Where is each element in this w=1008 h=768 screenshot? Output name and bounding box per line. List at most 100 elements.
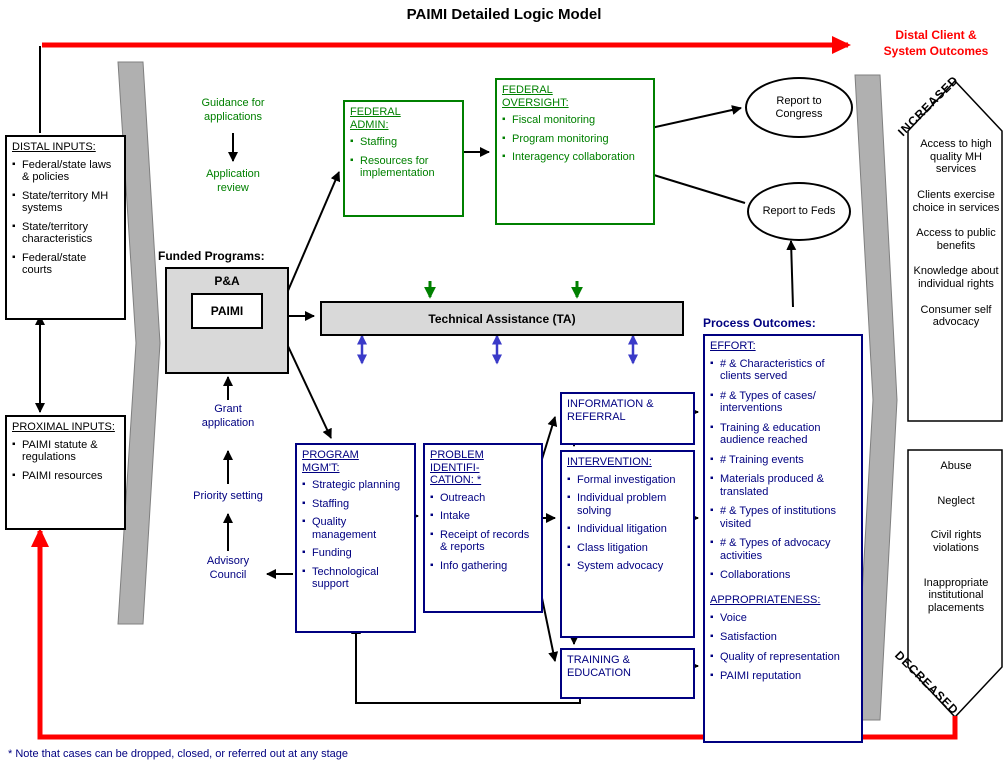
list-item: Staffing [302, 498, 409, 511]
program-mgmt-title: PROGRAM MGM'T: [302, 449, 359, 474]
list-item: Funding [302, 547, 409, 560]
list-item: Access to public benefits [916, 227, 996, 252]
list-item: Consumer self advocacy [920, 303, 992, 329]
flow-chevron-right [854, 74, 898, 721]
problem-id-title: PROBLEM IDENTIFI- CATION: * [430, 449, 484, 487]
list-item: Access to high quality MH services [920, 138, 992, 176]
list-item: Resources for implementation [350, 155, 457, 180]
list-item: Satisfaction [710, 631, 856, 644]
shape-increased-pentagon [907, 79, 1003, 422]
list-item: Collaborations [710, 569, 856, 582]
pa-label: P&A [214, 274, 240, 288]
list-item: # Training events [710, 454, 856, 467]
arrow-outcomes-feds [786, 240, 797, 308]
list-item: Staffing [350, 136, 457, 149]
list-item: Materials produced & translated [710, 473, 856, 498]
list-item: Inappropriate institutional placements [923, 576, 989, 614]
intervention-title: INTERVENTION: [567, 456, 652, 468]
list-item: Civil rights violations [930, 529, 982, 554]
paimi-box: PAIMI [191, 293, 263, 329]
arrow-oversight-congress [641, 105, 742, 131]
list-item: Receipt of records & reports [430, 529, 536, 554]
training-education-box: TRAINING & EDUCATION [560, 648, 695, 699]
priority-setting-label: Priority setting [193, 490, 263, 502]
distal-inputs-title: DISTAL INPUTS: [12, 141, 96, 153]
distal-inputs-box: DISTAL INPUTS: Federal/state laws & poli… [5, 135, 126, 320]
federal-admin-list: StaffingResources for implementation [350, 136, 457, 180]
list-item: Voice [710, 612, 856, 625]
list-item: PAIMI resources [12, 470, 119, 483]
list-item: Clients exercise choice in services [912, 188, 1000, 214]
process-outcomes-label: Process Outcomes: [703, 316, 816, 330]
federal-admin-box: FEDERAL ADMIN: StaffingResources for imp… [343, 100, 464, 217]
list-item: Class litigation [567, 542, 688, 555]
list-item: Quality of representation [710, 651, 856, 664]
list-item: # & Types of advocacy activities [710, 537, 856, 562]
appropriateness-list: VoiceSatisfactionQuality of representati… [710, 612, 856, 683]
list-item: Info gathering [430, 560, 536, 573]
federal-oversight-title: FEDERAL OVERSIGHT: [502, 84, 569, 109]
application-review-label: Application review [206, 168, 260, 194]
pa-box: P&A PAIMI [165, 267, 289, 374]
guidance-label: Guidance for applications [201, 97, 265, 123]
arrow-feds-oversight [643, 169, 746, 204]
process-outcomes-box: EFFORT: # & Characteristics of clients s… [703, 334, 863, 743]
list-item: State/territory MH systems [12, 190, 119, 215]
footnote: * Note that cases can be dropped, closed… [8, 748, 348, 760]
federal-admin-title: FEDERAL ADMIN: [350, 106, 401, 131]
list-item: # & Types of cases/ interventions [710, 390, 856, 415]
funded-programs-label: Funded Programs: [158, 249, 265, 263]
effort-section: EFFORT: # & Characteristics of clients s… [710, 340, 856, 582]
proximal-inputs-list: PAIMI statute & regulationsPAIMI resourc… [12, 439, 119, 483]
program-mgmt-list: Strategic planningStaffingQuality manage… [302, 479, 409, 591]
list-item: System advocacy [567, 560, 688, 573]
list-item: PAIMI reputation [710, 670, 856, 683]
list-item: Individual problem solving [567, 492, 688, 517]
arrow-training-mgmt-loop [351, 624, 581, 704]
proximal-inputs-box: PROXIMAL INPUTS: PAIMI statute & regulat… [5, 415, 126, 530]
effort-list: # & Characteristics of clients served # &… [710, 358, 856, 582]
technical-assistance-bar: Technical Assistance (TA) [320, 301, 684, 336]
federal-oversight-box: FEDERAL OVERSIGHT: Fiscal monitoringProg… [495, 78, 655, 225]
appropriateness-title: APPROPRIATENESS: [710, 593, 821, 606]
list-item: Individual litigation [567, 523, 688, 536]
problem-id-box: PROBLEM IDENTIFI- CATION: * OutreachInta… [423, 443, 543, 613]
list-item: Quality management [302, 516, 409, 541]
report-feds-ellipse: Report to Feds [747, 182, 851, 241]
list-item: Federal/state courts [12, 252, 119, 277]
list-item: Fiscal monitoring [502, 114, 648, 127]
shape-decreased-pentagon [907, 449, 1003, 719]
list-item: State/territory characteristics [12, 221, 119, 246]
list-item: Abuse [940, 460, 972, 472]
list-item: Program monitoring [502, 133, 648, 146]
arrow-pa-federal-admin [286, 171, 341, 294]
federal-oversight-list: Fiscal monitoringProgram monitoringInter… [502, 114, 648, 164]
list-item: Formal investigation [567, 474, 688, 487]
arrow-pa-program-mgmt [286, 343, 332, 439]
report-congress-ellipse: Report to Congress [745, 77, 853, 138]
effort-title: EFFORT: [710, 340, 756, 352]
list-item: Federal/state laws & policies [12, 159, 119, 184]
problem-id-list: OutreachIntakeReceipt of records & repor… [430, 492, 536, 573]
list-item: Neglect [937, 494, 975, 507]
intervention-list: Formal investigationIndividual problem s… [567, 474, 688, 573]
list-item: # & Characteristics of clients served [710, 358, 856, 383]
list-item: Technological support [302, 566, 409, 591]
proximal-inputs-title: PROXIMAL INPUTS: [12, 421, 115, 433]
list-item: Strategic planning [302, 479, 409, 492]
list-item: Training & education audience reached [710, 422, 856, 447]
advisory-council-label: Advisory Council [206, 555, 250, 581]
arrow-feedback-red [31, 528, 958, 740]
list-item: Intake [430, 510, 536, 523]
list-item: Outreach [430, 492, 536, 505]
list-item: PAIMI statute & regulations [12, 439, 119, 464]
page-title: PAIMI Detailed Logic Model [406, 6, 602, 23]
grant-application-label: Grant application [201, 403, 255, 429]
distal-outcomes-banner: Distal Client & System Outcomes [883, 28, 989, 58]
